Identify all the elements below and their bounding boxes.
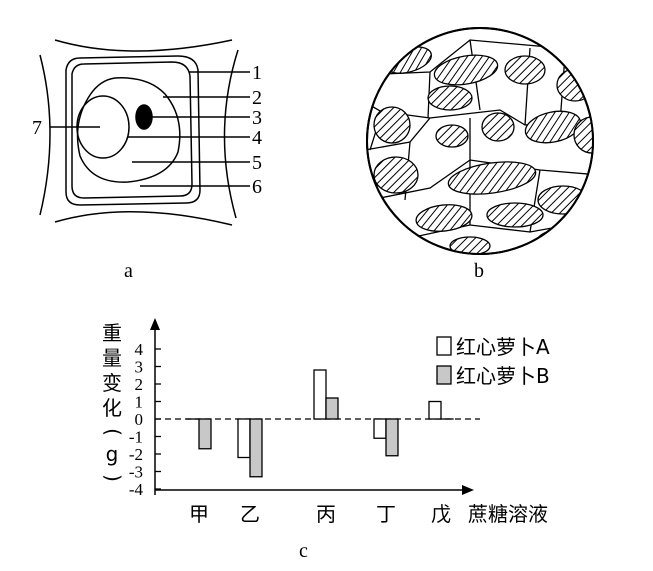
cell-membrane [71,61,193,199]
bar-b-0 [198,418,212,450]
cell-diagram-a [39,39,250,226]
y-axis-label-char: 重 [102,321,122,345]
y-axis-label-char: 变 [102,371,122,395]
neighbor-wall-left [39,54,51,216]
micrograph-b [366,27,594,255]
bar-b-2 [325,397,339,420]
legend-label-a: 红心萝卜A [456,335,550,359]
bar-b-1 [249,418,263,478]
category-label: 乙 [240,502,260,526]
nucleus [135,104,153,130]
bar-a-1 [237,418,251,459]
category-label: 戊 [431,502,451,526]
legend: 红心萝卜A 红心萝卜B [436,335,550,388]
label-4: 4 [252,127,262,149]
x-axis-label: 蔗糖溶液 [468,502,548,526]
y-tick-label: -3 [129,463,143,482]
cell-diagram-a-labels: 1 2 3 4 5 6 7 [32,62,262,198]
y-tick-label: -4 [129,480,144,499]
tonoplast [76,77,181,183]
bars [186,369,454,478]
y-axis-arrow [150,318,160,330]
y-tick-label: 3 [135,358,144,377]
y-axis-label-char: 化 [102,396,122,420]
bar-a-2 [313,369,327,420]
y-tick-label: 1 [135,393,144,412]
category-label: 丙 [316,502,336,526]
y-tick-label: 2 [135,375,144,394]
neighbor-wall-top [54,39,233,52]
caption-a: a [124,260,133,282]
neighbor-wall-bottom [54,211,233,226]
y-axis-label-char: ( [101,428,125,436]
legend-swatch-b [436,365,452,385]
category-label: 丁 [376,502,396,526]
y-tick-label: -2 [129,445,143,464]
category-label: 甲 [189,502,209,526]
neighbor-wall-right [223,49,239,219]
caption-b: b [474,260,484,282]
label-5: 5 [252,152,262,174]
y-tick-label: 0 [135,410,144,429]
x-axis-arrow [462,485,474,495]
bar-a-4 [428,400,442,420]
caption-c: c [299,540,308,562]
label-6: 6 [252,176,262,198]
cell-wall [65,55,201,206]
legend-label-b: 红心萝卜B [456,364,550,388]
y-axis-label-char: ) [101,474,125,482]
bar-a-3 [373,418,387,439]
y-axis-label-char: 量 [102,346,122,370]
bar-b-3 [385,418,399,457]
y-tick-label: -1 [129,428,143,447]
legend-swatch-a [436,336,452,356]
y-tick-label: 4 [135,340,144,359]
label-1: 1 [252,62,262,84]
label-7: 7 [32,117,42,139]
y-axis-label-char: g [106,442,119,466]
label-2: 2 [252,87,262,109]
label-3: 3 [252,107,262,129]
category-labels: 甲乙丙丁戊 [189,502,451,526]
